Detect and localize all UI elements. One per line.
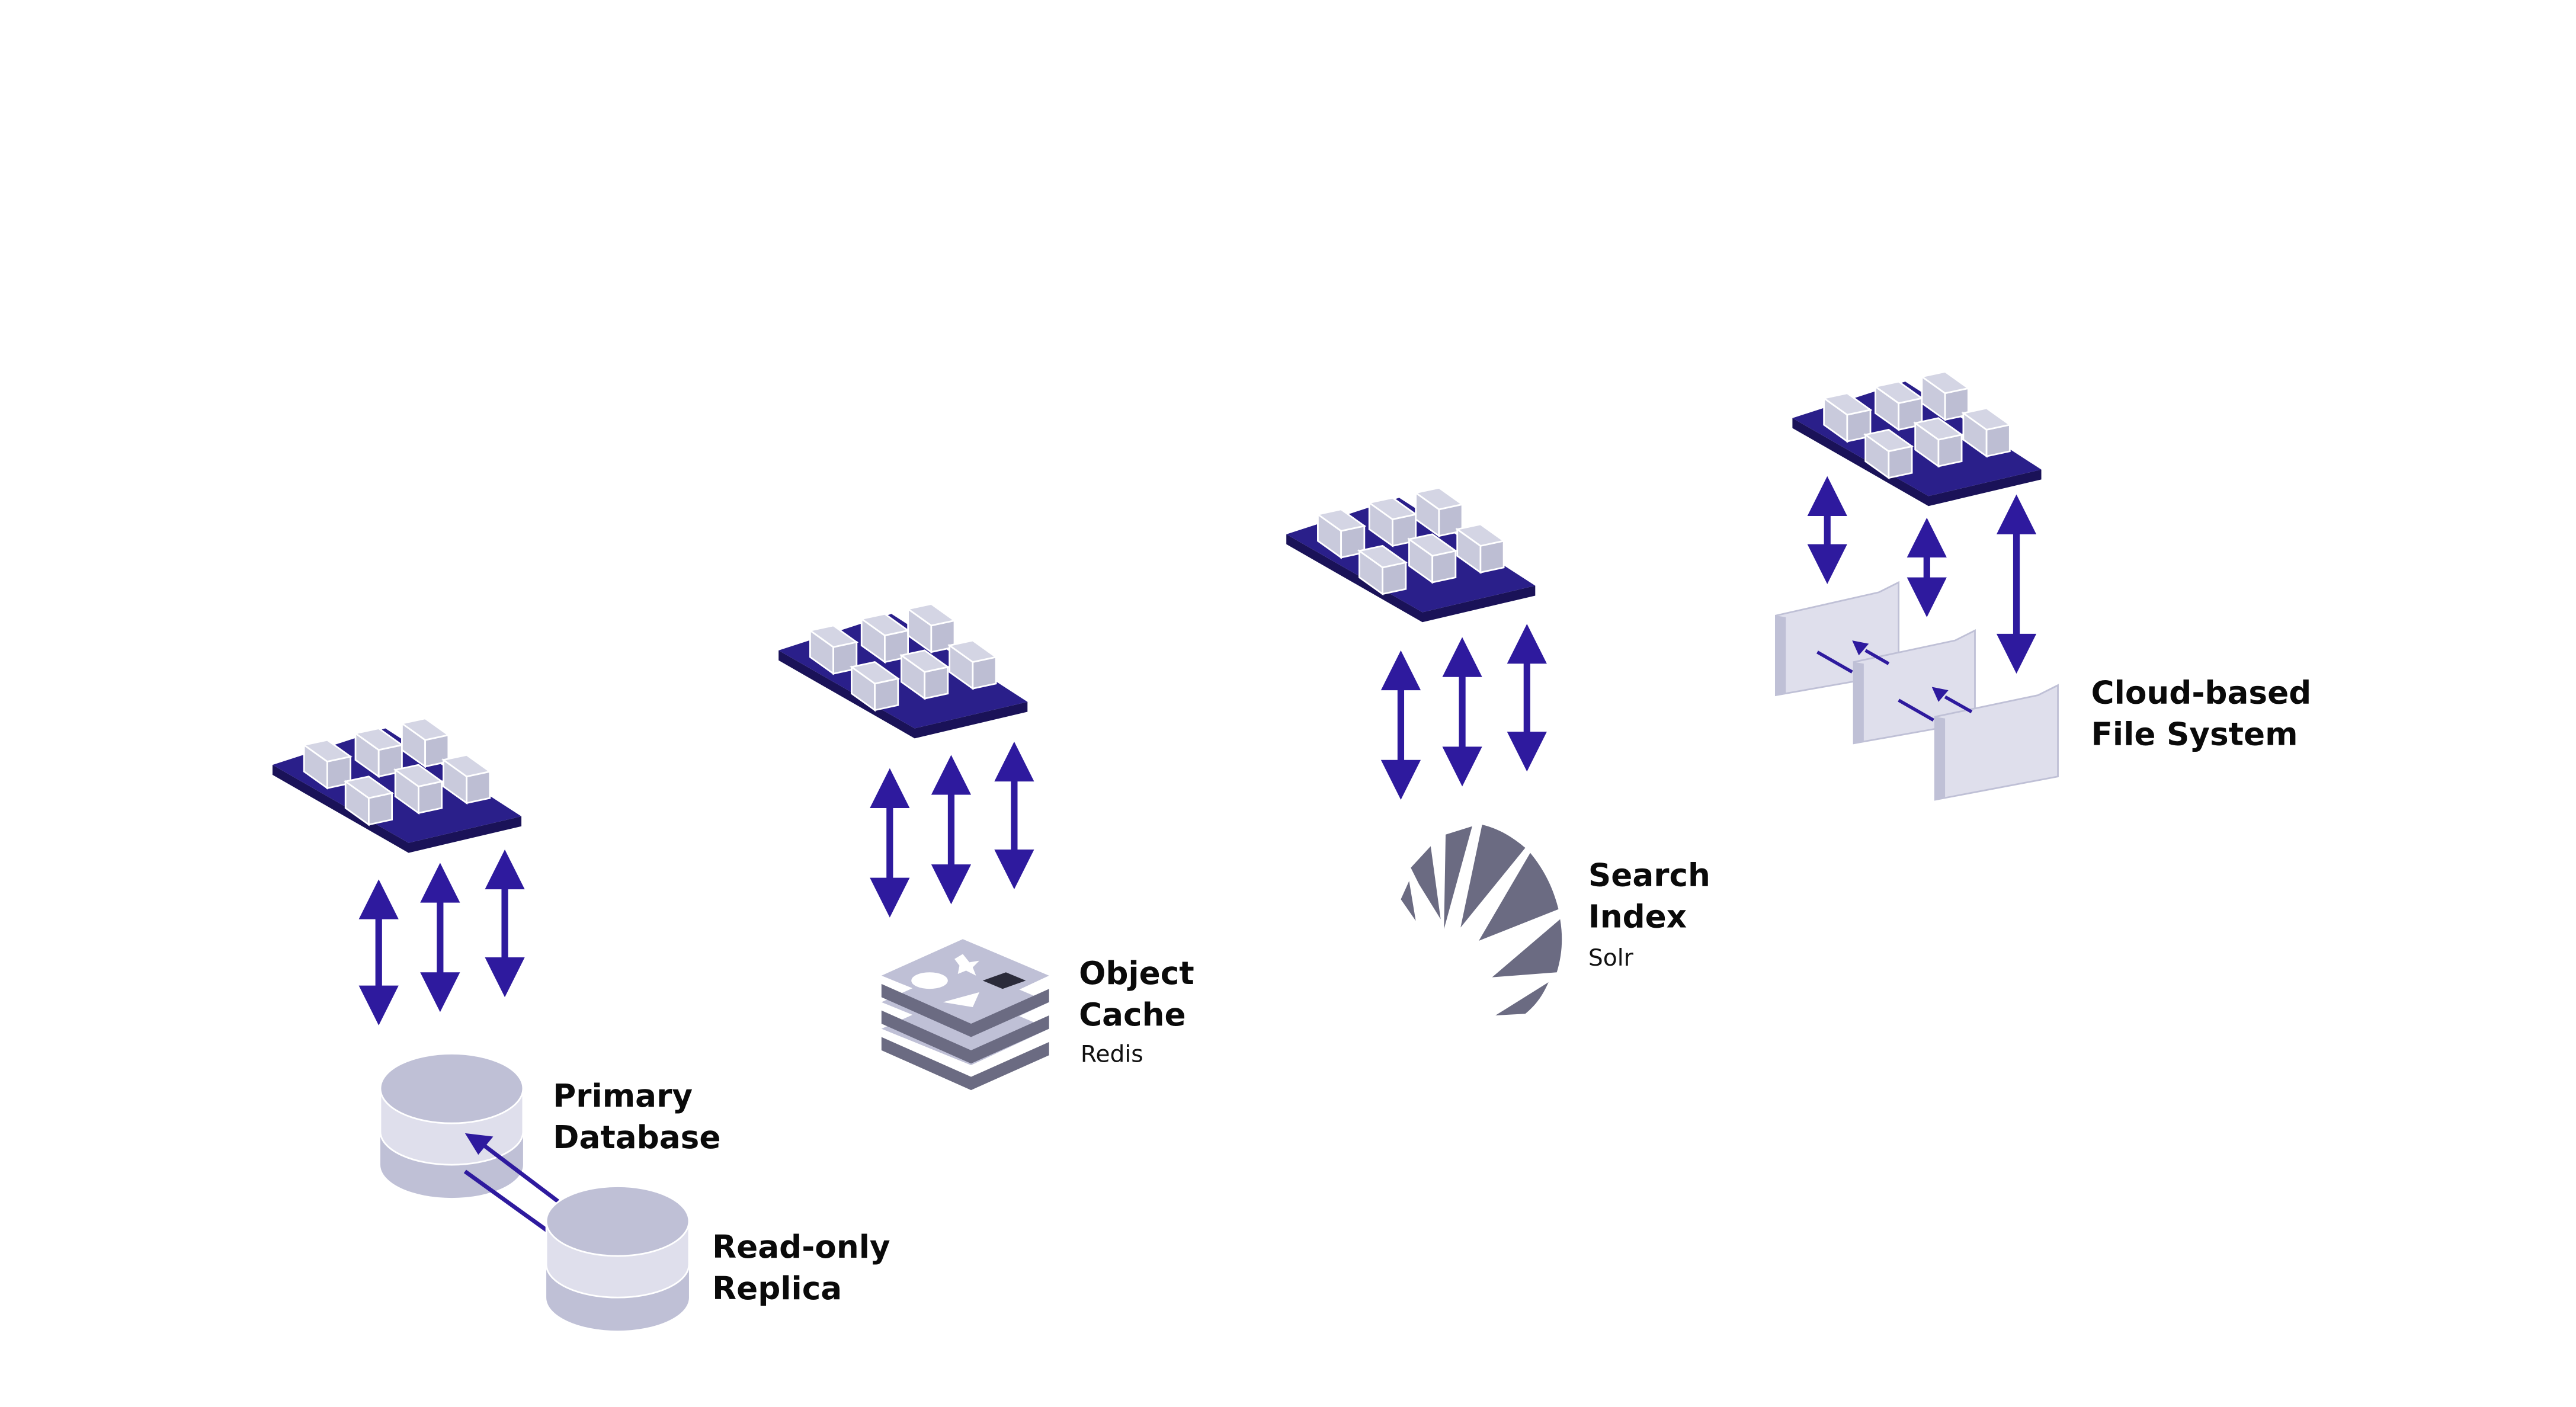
primary-database-icon — [379, 1053, 524, 1198]
solr-icon — [1401, 824, 1562, 1016]
double-arrow-icon — [994, 741, 1034, 890]
subtitle: Solr — [1588, 945, 1634, 972]
label-read-only-replica: Read-only Replica — [712, 1229, 890, 1307]
double-arrow-icon — [1907, 517, 1947, 617]
label-primary-database: Primary Database — [553, 1078, 720, 1156]
double-arrow-icon — [1507, 624, 1547, 772]
double-arrow-icon — [420, 863, 460, 1012]
title-line-2: Cache — [1079, 996, 1186, 1033]
double-arrow-icon — [931, 755, 972, 905]
replica-database-icon — [545, 1185, 690, 1331]
title-line-2: Index — [1588, 899, 1687, 935]
label-search-index: Search Index Solr — [1588, 857, 1710, 972]
redis-icon — [881, 939, 1049, 1091]
label-object-cache: Object Cache Redis — [1079, 955, 1194, 1068]
title-line-1: Object — [1079, 955, 1194, 992]
bidirectional-arrows — [358, 476, 2037, 1025]
double-arrow-icon — [1807, 476, 1847, 584]
title-line-1: Cloud-based — [2091, 675, 2312, 711]
title-line-1: Read-only — [712, 1229, 890, 1265]
title-line-1: Primary — [553, 1078, 693, 1114]
subtitle: Redis — [1081, 1041, 1143, 1068]
double-arrow-icon — [1380, 650, 1421, 800]
server-cluster-icon-2 — [778, 604, 1027, 738]
label-cloud-file-system: Cloud-based File System — [2091, 675, 2312, 753]
replication-arrows — [463, 1133, 559, 1233]
double-arrow-icon — [358, 879, 399, 1025]
file-system-icon — [1775, 581, 2059, 801]
double-arrow-icon — [870, 768, 910, 918]
double-arrow-icon — [1442, 637, 1482, 787]
server-cluster-icon-1 — [273, 719, 521, 853]
title-line-1: Search — [1588, 857, 1710, 894]
double-arrow-icon — [1996, 494, 2037, 674]
double-arrow-icon — [485, 849, 525, 998]
title-line-2: File System — [2091, 716, 2298, 753]
title-line-2: Replica — [712, 1270, 842, 1307]
title-line-2: Database — [553, 1119, 720, 1156]
server-cluster-icon-3 — [1286, 488, 1535, 622]
